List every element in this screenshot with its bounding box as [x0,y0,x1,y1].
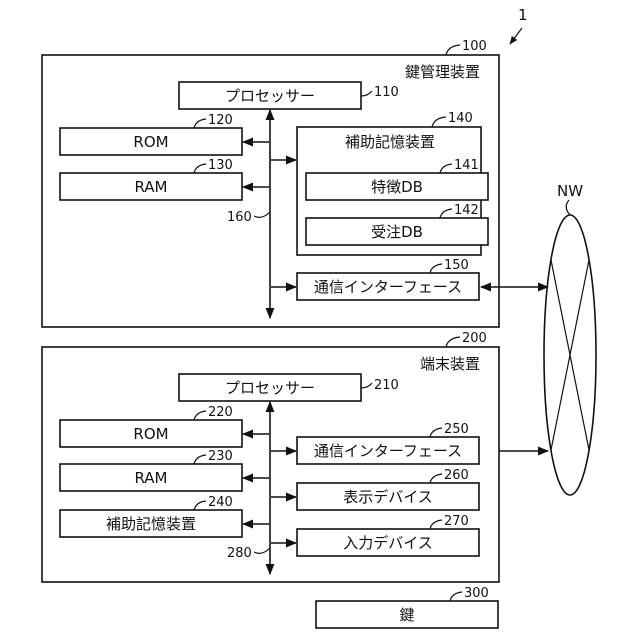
km-storage-ref: 140 [448,111,473,126]
t-display-ref: 260 [444,468,469,483]
key-label: 鍵 [399,606,414,624]
t-processor-label: プロセッサー [225,379,315,397]
t-storage-ref: 240 [208,495,233,510]
network-label: NW [557,182,583,200]
t-processor-ref: 210 [374,378,399,393]
key-ref: 300 [464,586,489,601]
km-processor-ref: 110 [374,85,399,100]
terminal-title: 端末装置 [420,355,480,373]
km-comm-ref: 150 [444,258,469,273]
t-input-ref: 270 [444,514,469,529]
km-processor-label: プロセッサー [225,87,315,105]
km-feature-db-label: 特徴DB [371,178,423,196]
t-ram-label: RAM [134,469,167,487]
t-display-label: 表示デバイス [343,488,433,506]
t-bus-ref: 280 [227,546,252,561]
t-ram-ref: 230 [208,449,233,464]
km-ram-ref: 130 [208,158,233,173]
km-order-db-ref: 142 [454,203,479,218]
km-ram-label: RAM [134,178,167,196]
km-storage-label: 補助記憶装置 [345,133,435,151]
km-order-db-label: 受注DB [371,223,423,241]
km-feature-db-ref: 141 [454,158,479,173]
key-management-device: 100 鍵管理装置 プロセッサー 110 ROM 120 RAM 130 140… [42,39,499,327]
key-manager-ref: 100 [462,39,487,54]
terminal-device: 200 端末装置 プロセッサー 210 ROM 220 RAM 230 補助記憶… [42,331,499,582]
km-bus-ref: 160 [227,210,252,225]
km-rom-ref: 120 [208,113,233,128]
t-comm-ref: 250 [444,422,469,437]
key-device: 鍵 300 [316,586,498,628]
terminal-ref: 200 [462,331,487,346]
t-comm-label: 通信インターフェース [314,442,462,460]
t-rom-ref: 220 [208,405,233,420]
km-rom-label: ROM [133,133,168,151]
t-storage-label: 補助記憶装置 [106,515,196,533]
key-manager-title: 鍵管理装置 [405,63,480,81]
t-rom-label: ROM [133,425,168,443]
km-comm-label: 通信インターフェース [314,278,462,296]
t-input-label: 入力デバイス [343,534,433,552]
figure-ref: 1 [518,6,528,24]
figure-ref-arrow [510,28,522,44]
